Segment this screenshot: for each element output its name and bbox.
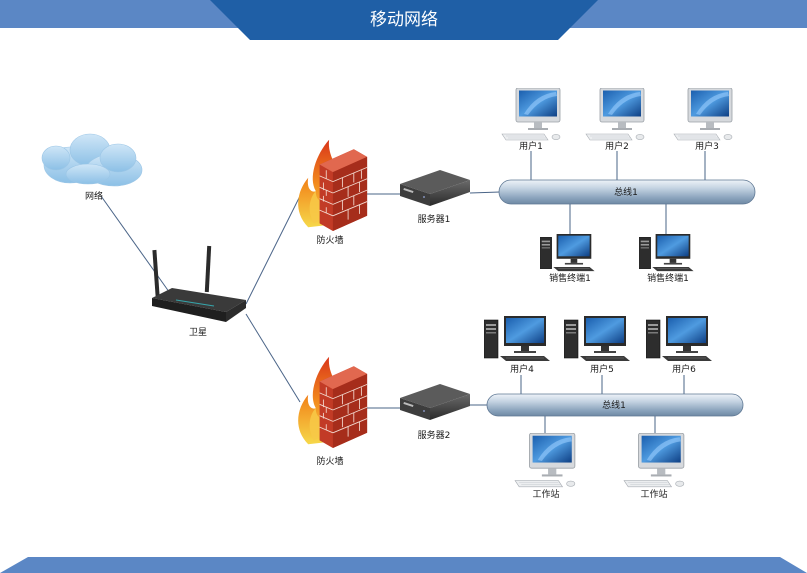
bus-top xyxy=(498,179,756,205)
label-server-top: 服务器1 xyxy=(418,213,451,225)
label-user3: 用户3 xyxy=(695,140,719,152)
label-user2: 用户2 xyxy=(605,140,629,152)
user2-computer-icon xyxy=(585,88,645,141)
pos-b-computer-icon xyxy=(639,234,695,272)
user6-computer-icon xyxy=(646,316,713,362)
bus-bottom xyxy=(486,393,744,417)
link-router-firewall-top xyxy=(245,195,301,305)
firewall-bottom-icon xyxy=(297,356,368,448)
link-server-bus-top xyxy=(469,191,501,194)
label-ws-b: 工作站 xyxy=(640,488,667,500)
label-bus-bottom: 总线1 xyxy=(602,399,626,411)
label-server-bottom: 服务器2 xyxy=(418,429,451,441)
user3-computer-icon xyxy=(673,88,733,141)
label-user6: 用户6 xyxy=(672,363,696,375)
pos-a-computer-icon xyxy=(540,234,596,272)
user5-computer-icon xyxy=(564,316,631,362)
label-ws-a: 工作站 xyxy=(532,488,559,500)
link-cloud-router xyxy=(100,195,173,297)
label-user5: 用户5 xyxy=(590,363,614,375)
label-firewall-top: 防火墙 xyxy=(316,234,343,246)
label-user1: 用户1 xyxy=(519,140,543,152)
label-user4: 用户4 xyxy=(510,363,534,375)
label-pos-a: 销售终端1 xyxy=(549,272,591,284)
cloud-icon xyxy=(41,133,143,187)
ws-b-computer-icon xyxy=(623,433,685,488)
link-router-firewall-bottom xyxy=(245,313,301,403)
ws-a-computer-icon xyxy=(514,433,576,488)
page-title: 移动网络 xyxy=(370,10,438,30)
server-top-icon xyxy=(400,170,470,206)
firewall-top-icon xyxy=(297,139,368,231)
connections xyxy=(100,151,706,440)
user1-computer-icon xyxy=(501,88,561,141)
server-bottom-icon xyxy=(400,384,470,420)
label-router: 卫星 xyxy=(189,327,207,338)
label-pos-b: 销售终端1 xyxy=(647,272,689,284)
header-tab xyxy=(210,0,598,40)
label-cloud: 网络 xyxy=(85,190,103,202)
label-bus-top: 总线1 xyxy=(614,186,638,198)
footer-band xyxy=(0,557,807,573)
user4-computer-icon xyxy=(484,316,551,362)
label-firewall-bottom: 防火墙 xyxy=(316,455,343,467)
router-icon xyxy=(152,245,246,322)
